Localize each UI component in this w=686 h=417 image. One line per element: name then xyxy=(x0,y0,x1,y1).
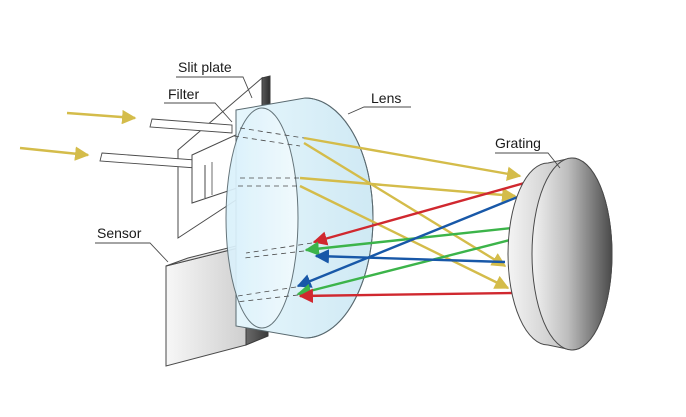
blue-beam-2 xyxy=(314,249,506,264)
leader-slit-plate xyxy=(176,76,253,99)
input-beams xyxy=(19,109,137,161)
filter xyxy=(99,118,241,204)
label-lens: Lens xyxy=(371,90,401,106)
label-grating: Grating xyxy=(495,135,541,151)
label-filter: Filter xyxy=(168,86,199,102)
input-beam-lower xyxy=(19,146,90,161)
leader-grating xyxy=(495,152,561,169)
yellow-beam-2 xyxy=(303,141,507,268)
leader-lens xyxy=(347,106,411,115)
leader-sensor xyxy=(95,242,169,263)
yellow-beam-1 xyxy=(303,136,522,181)
red-beam-1 xyxy=(312,180,529,246)
lens-front-face xyxy=(225,107,299,329)
leader-filter xyxy=(164,102,233,123)
collimated-beams xyxy=(233,127,522,290)
lens xyxy=(225,97,374,339)
leader-lines xyxy=(95,76,561,263)
grating xyxy=(507,157,613,351)
label-sensor: Sensor xyxy=(97,225,142,241)
label-slit-plate: Slit plate xyxy=(178,59,232,75)
red-beam-2 xyxy=(298,288,513,304)
filter-tube-upper xyxy=(149,118,233,134)
grating-face xyxy=(531,157,613,351)
input-beam-upper xyxy=(66,109,137,125)
yellow-beam-4 xyxy=(299,184,510,290)
green-beam-2 xyxy=(296,238,511,298)
lens-back-edge xyxy=(304,97,374,339)
green-beam-1 xyxy=(304,226,513,256)
blue-beam-1 xyxy=(296,194,521,288)
dispersed-beams xyxy=(235,180,529,304)
yellow-beam-3 xyxy=(299,176,517,203)
